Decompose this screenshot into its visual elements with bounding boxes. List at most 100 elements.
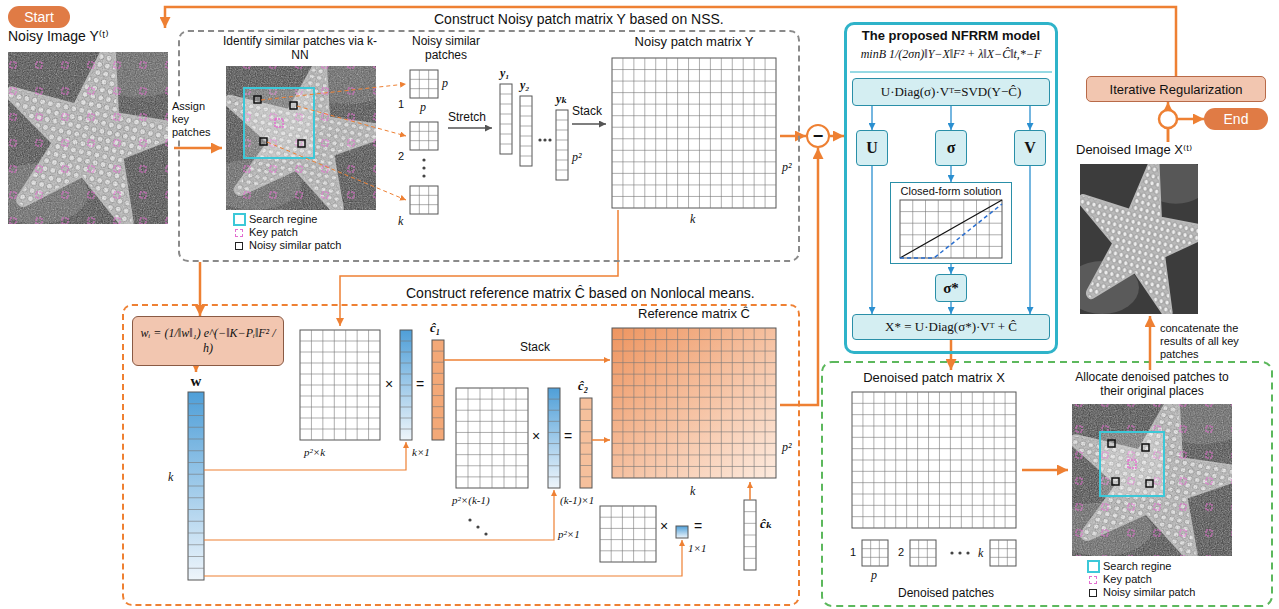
text-label: 1×1 <box>688 542 706 555</box>
text-label: Denoised patches <box>898 586 994 600</box>
connector-arrow <box>950 166 951 182</box>
process-box: Iterative Regularization <box>1086 76 1266 102</box>
node-text: Reference matrix Ĉ <box>638 306 750 321</box>
connector-arrow <box>1149 316 1152 370</box>
text-label: ĉ₂ <box>578 378 588 393</box>
leader-line <box>900 200 1002 258</box>
connector-arrow <box>871 106 872 130</box>
connector-arrow <box>950 302 951 314</box>
factor-box: σ <box>935 130 967 166</box>
node-text: Identify similar patches via k-NN <box>222 34 378 62</box>
grid-lines <box>900 200 1002 258</box>
legend-item: Key patch <box>232 226 298 239</box>
key-patch-mark <box>1128 460 1136 468</box>
text-label: k <box>978 546 983 560</box>
leader-line <box>267 142 406 200</box>
leader-line <box>448 127 492 129</box>
legend-swatch-box <box>232 213 246 226</box>
node-text: Allocate denoised patches to their origi… <box>1068 370 1236 398</box>
leader-line <box>340 210 618 326</box>
grid-lines <box>520 106 532 156</box>
factor-box: V <box>1014 130 1046 166</box>
text-label: × <box>660 518 668 534</box>
similar-patch-mark <box>1112 478 1119 485</box>
starfish-photo <box>207 49 399 214</box>
node-text: Start <box>24 9 54 25</box>
starfish-photo <box>1065 147 1216 319</box>
text-label: 2 <box>398 150 404 163</box>
junction-circle <box>1159 110 1177 128</box>
grid-lines <box>600 506 656 562</box>
text-label: yₖ <box>556 92 568 106</box>
node-text: − <box>813 127 824 145</box>
connector-arrow <box>1022 469 1068 472</box>
matrix-grid <box>852 392 1016 528</box>
similar-patch-mark <box>290 102 297 109</box>
connector-arrow <box>950 106 951 130</box>
connector-arrow <box>1029 166 1030 314</box>
matrix-grid <box>990 540 1016 566</box>
ellipsis-dot <box>966 551 969 554</box>
similar-patch-mark <box>1146 480 1153 487</box>
connector-arrow <box>871 166 872 314</box>
leader-line <box>592 439 610 441</box>
legend-item: Key patch <box>1086 573 1152 586</box>
legend-swatch-box <box>232 229 246 237</box>
grid-lines <box>910 540 936 566</box>
node-text: Construct Noisy patch matrix Y based on … <box>430 11 728 27</box>
connector-arrow <box>950 264 951 274</box>
node-text: The proposed NFRRM model <box>862 28 1040 43</box>
node-text: U·Diag(σ)·Vᵀ=SVD(Y−Ĉ) <box>881 84 1021 100</box>
leader-line <box>261 84 406 100</box>
legend-swatch <box>235 242 243 250</box>
formula-box: wᵢ = (1/‖w‖₁) e^(−‖K−Pᵢ‖F² / h) <box>132 316 284 366</box>
matrix-grid <box>600 506 656 562</box>
search-region <box>1100 432 1164 496</box>
node-text: End <box>1224 111 1249 127</box>
grid-lines <box>548 399 560 477</box>
matrix-grid <box>744 500 756 570</box>
text-label: (k-1)×1 <box>560 494 594 507</box>
matrix-box: Reference matrix Ĉ <box>608 306 780 482</box>
legend-text: Noisy similar patch <box>249 239 341 252</box>
text-label: p² <box>572 150 582 164</box>
ellipsis-dot <box>543 138 546 141</box>
grid-lines <box>744 512 756 559</box>
matrix-box: Noisy patch matrix Y <box>608 34 780 210</box>
text-label: ĉₖ <box>760 516 773 531</box>
key-patch-marks <box>8 52 168 224</box>
matrix-grid <box>556 110 568 180</box>
matrix-grid <box>580 398 592 488</box>
grid-lines <box>852 392 1016 528</box>
legend-item: Noisy similar patch <box>1086 586 1195 599</box>
legend-text: Search regine <box>249 213 318 226</box>
matrix-grid <box>862 540 888 566</box>
process-box: U·Diag(σ)·Vᵀ=SVD(Y−Ĉ) <box>852 78 1050 106</box>
text-label: k <box>690 484 695 498</box>
grid-lines <box>410 186 438 214</box>
matrix-grid <box>410 70 438 98</box>
connector-arrow <box>1029 106 1030 130</box>
grid-lines <box>612 328 776 478</box>
matrix-grid <box>456 388 528 488</box>
ellipsis-dot <box>422 174 425 177</box>
text-label: = <box>694 518 702 534</box>
text-label: Noisy similar patches <box>396 34 496 62</box>
text-label: 1 <box>398 98 404 111</box>
connector-arrow <box>165 7 1176 76</box>
grid-lines <box>556 120 568 170</box>
node-text: minB 1/(2σn)‖Y−X‖F² + λ‖X−Ĉ‖t,*−F <box>861 47 1042 62</box>
matrix-grid <box>520 96 532 166</box>
text-label: y₂ <box>520 78 530 92</box>
noise-overlay <box>1072 404 1232 556</box>
legend-text: Key patch <box>249 226 298 239</box>
connector-arrow <box>830 135 844 138</box>
legend-swatch-box <box>1086 560 1100 573</box>
legend-item: Search regine <box>232 213 318 226</box>
legend-swatch-box <box>1086 576 1100 584</box>
matrix-grid <box>548 388 560 488</box>
starfish-photo <box>0 32 192 229</box>
leader-line <box>900 204 1002 258</box>
similar-patch-mark <box>1108 440 1115 447</box>
image-panel: Identify similar patches via k-NN <box>222 34 378 212</box>
